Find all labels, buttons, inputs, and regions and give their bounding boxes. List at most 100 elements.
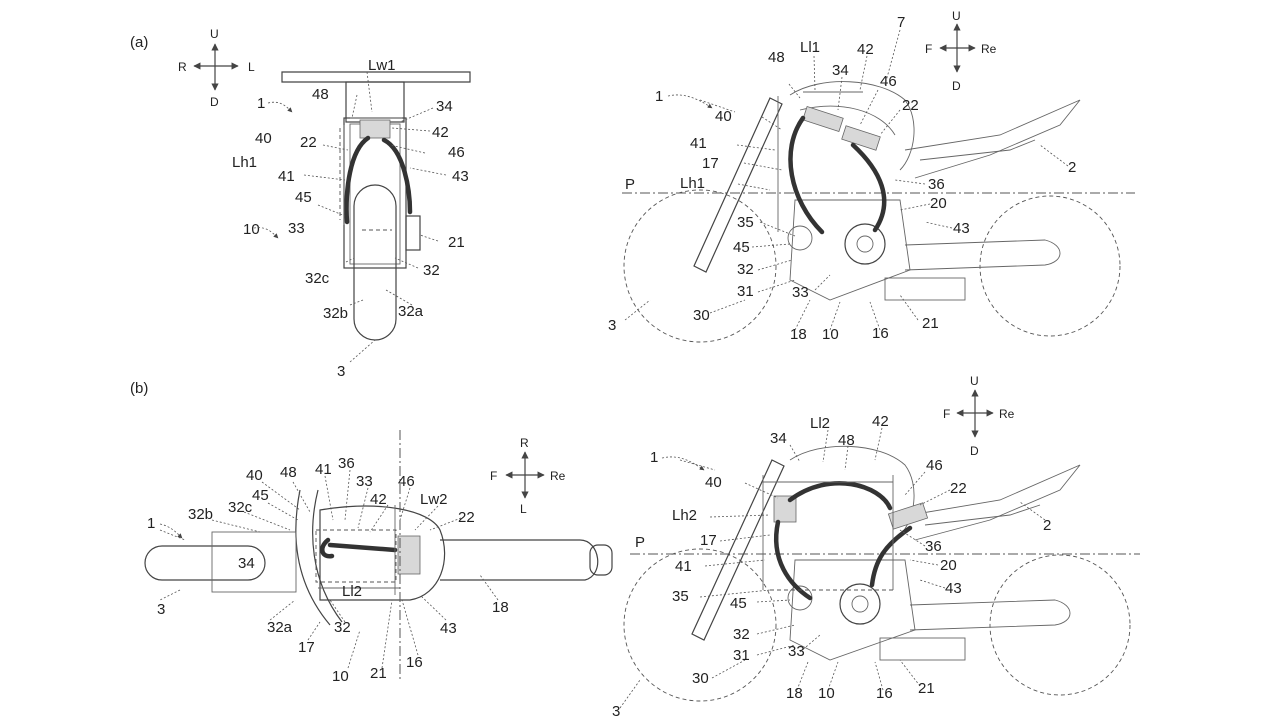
label-b-side-3: 3 [612, 703, 620, 720]
label-b-top-Ll2: Ll2 [342, 583, 362, 600]
label-b-side-34: 34 [770, 430, 787, 447]
side-view-a-leaders [624, 29, 1069, 331]
side-view-a-drawing [622, 81, 1135, 343]
compass-up-label: R [520, 436, 529, 450]
label-front-45: 45 [295, 189, 312, 206]
panel-label-b: (b) [130, 380, 148, 397]
label-a-side-16: 16 [872, 325, 889, 342]
top-view-leaders [159, 469, 499, 669]
label-b-top-3: 3 [157, 601, 165, 618]
label-b-side-35: 35 [672, 588, 689, 605]
label-a-side-30: 30 [693, 307, 710, 324]
label-front-40: 40 [255, 130, 272, 147]
label-b-top-22: 22 [458, 509, 475, 526]
label-b-top-33: 33 [356, 473, 373, 490]
label-b-top-43: 43 [440, 620, 457, 637]
label-b-top-1: 1 [147, 515, 155, 532]
label-b-side-18: 18 [786, 685, 803, 702]
label-a-side-43: 43 [953, 220, 970, 237]
label-b-side-Ll2: Ll2 [810, 415, 830, 432]
label-a-side-22: 22 [902, 97, 919, 114]
label-b-top-32c: 32c [228, 499, 253, 516]
label-b-side-43: 43 [945, 580, 962, 597]
label-front-41: 41 [278, 168, 295, 185]
label-b-side-22: 22 [950, 480, 967, 497]
compass-up-label: U [970, 374, 979, 388]
label-a-side-P: P [625, 176, 635, 193]
compass-down-label: D [952, 79, 961, 93]
label-b-top-10: 10 [332, 668, 349, 685]
label-a-side-21: 21 [922, 315, 939, 332]
label-front-48: 48 [312, 86, 329, 103]
compass-left-label: F [925, 42, 932, 56]
label-front-21: 21 [448, 234, 465, 251]
label-a-side-34: 34 [832, 62, 849, 79]
label-a-side-32: 32 [737, 261, 754, 278]
label-b-side-P: P [635, 534, 645, 551]
label-b-side-31: 31 [733, 647, 750, 664]
label-b-top-41: 41 [315, 461, 332, 478]
label-a-side-36: 36 [928, 176, 945, 193]
label-b-side-Lh2: Lh2 [672, 507, 697, 524]
compass-up-label: U [210, 27, 219, 41]
label-a-side-10: 10 [822, 326, 839, 343]
label-b-side-1: 1 [650, 449, 658, 466]
front-view-drawing [281, 71, 471, 341]
top-view-labels: 40 48 41 36 33 46 45 32c 32b 42 Lw2 22 1… [147, 455, 509, 685]
label-a-side-18: 18 [790, 326, 807, 343]
label-b-top-17: 17 [298, 639, 315, 656]
label-front-10: 10 [243, 221, 260, 238]
label-a-side-46: 46 [880, 73, 897, 90]
label-b-top-48: 48 [280, 464, 297, 481]
label-b-side-17: 17 [700, 532, 717, 549]
compass-right-label: Re [999, 407, 1015, 421]
label-a-side-35: 35 [737, 214, 754, 231]
label-front-32: 32 [423, 262, 440, 279]
compass-ud-rl: U D R L [178, 27, 255, 109]
label-front-34: 34 [436, 98, 453, 115]
label-a-side-Ll1: Ll1 [800, 39, 820, 56]
label-a-side-17: 17 [702, 155, 719, 172]
label-b-top-32b: 32b [188, 506, 213, 523]
label-b-top-16: 16 [406, 654, 423, 671]
label-front-22: 22 [300, 134, 317, 151]
label-front-Lw1: Lw1 [368, 57, 396, 74]
reference-arrows [159, 94, 713, 539]
label-a-side-41: 41 [690, 135, 707, 152]
label-a-side-33: 33 [792, 284, 809, 301]
front-view-leaders [303, 71, 447, 363]
label-b-top-42: 42 [370, 491, 387, 508]
label-b-top-21: 21 [370, 665, 387, 682]
label-front-1: 1 [257, 95, 265, 112]
label-a-side-7: 7 [897, 14, 905, 31]
label-front-43: 43 [452, 168, 469, 185]
label-front-32b: 32b [323, 305, 348, 322]
label-b-top-40: 40 [246, 467, 263, 484]
compass-down-label: D [210, 95, 219, 109]
panel-label-a: (a) [130, 34, 148, 51]
compass-left-label: R [178, 60, 187, 74]
label-a-side-2: 2 [1068, 159, 1076, 176]
label-b-top-18: 18 [492, 599, 509, 616]
label-front-42: 42 [432, 124, 449, 141]
compass-right-label: Re [550, 469, 566, 483]
label-b-side-45: 45 [730, 595, 747, 612]
label-b-side-42: 42 [872, 413, 889, 430]
label-b-side-36: 36 [925, 538, 942, 555]
compass-ud-fre-a: U D F Re [925, 9, 997, 93]
label-b-side-41: 41 [675, 558, 692, 575]
label-front-33: 33 [288, 220, 305, 237]
label-front-32a: 32a [398, 303, 424, 320]
label-b-side-20: 20 [940, 557, 957, 574]
label-a-side-Lh1: Lh1 [680, 175, 705, 192]
label-b-side-32: 32 [733, 626, 750, 643]
label-b-top-36: 36 [338, 455, 355, 472]
side-view-b-labels: 34 Ll2 48 42 1 40 46 22 Lh2 2 17 P 36 41… [612, 413, 1051, 720]
label-b-side-48: 48 [838, 432, 855, 449]
compass-ud-fre-b: U D F Re [943, 374, 1015, 458]
compass-left-label: F [943, 407, 950, 421]
label-b-side-30: 30 [692, 670, 709, 687]
label-b-top-46: 46 [398, 473, 415, 490]
side-view-b-leaders [619, 427, 1046, 709]
